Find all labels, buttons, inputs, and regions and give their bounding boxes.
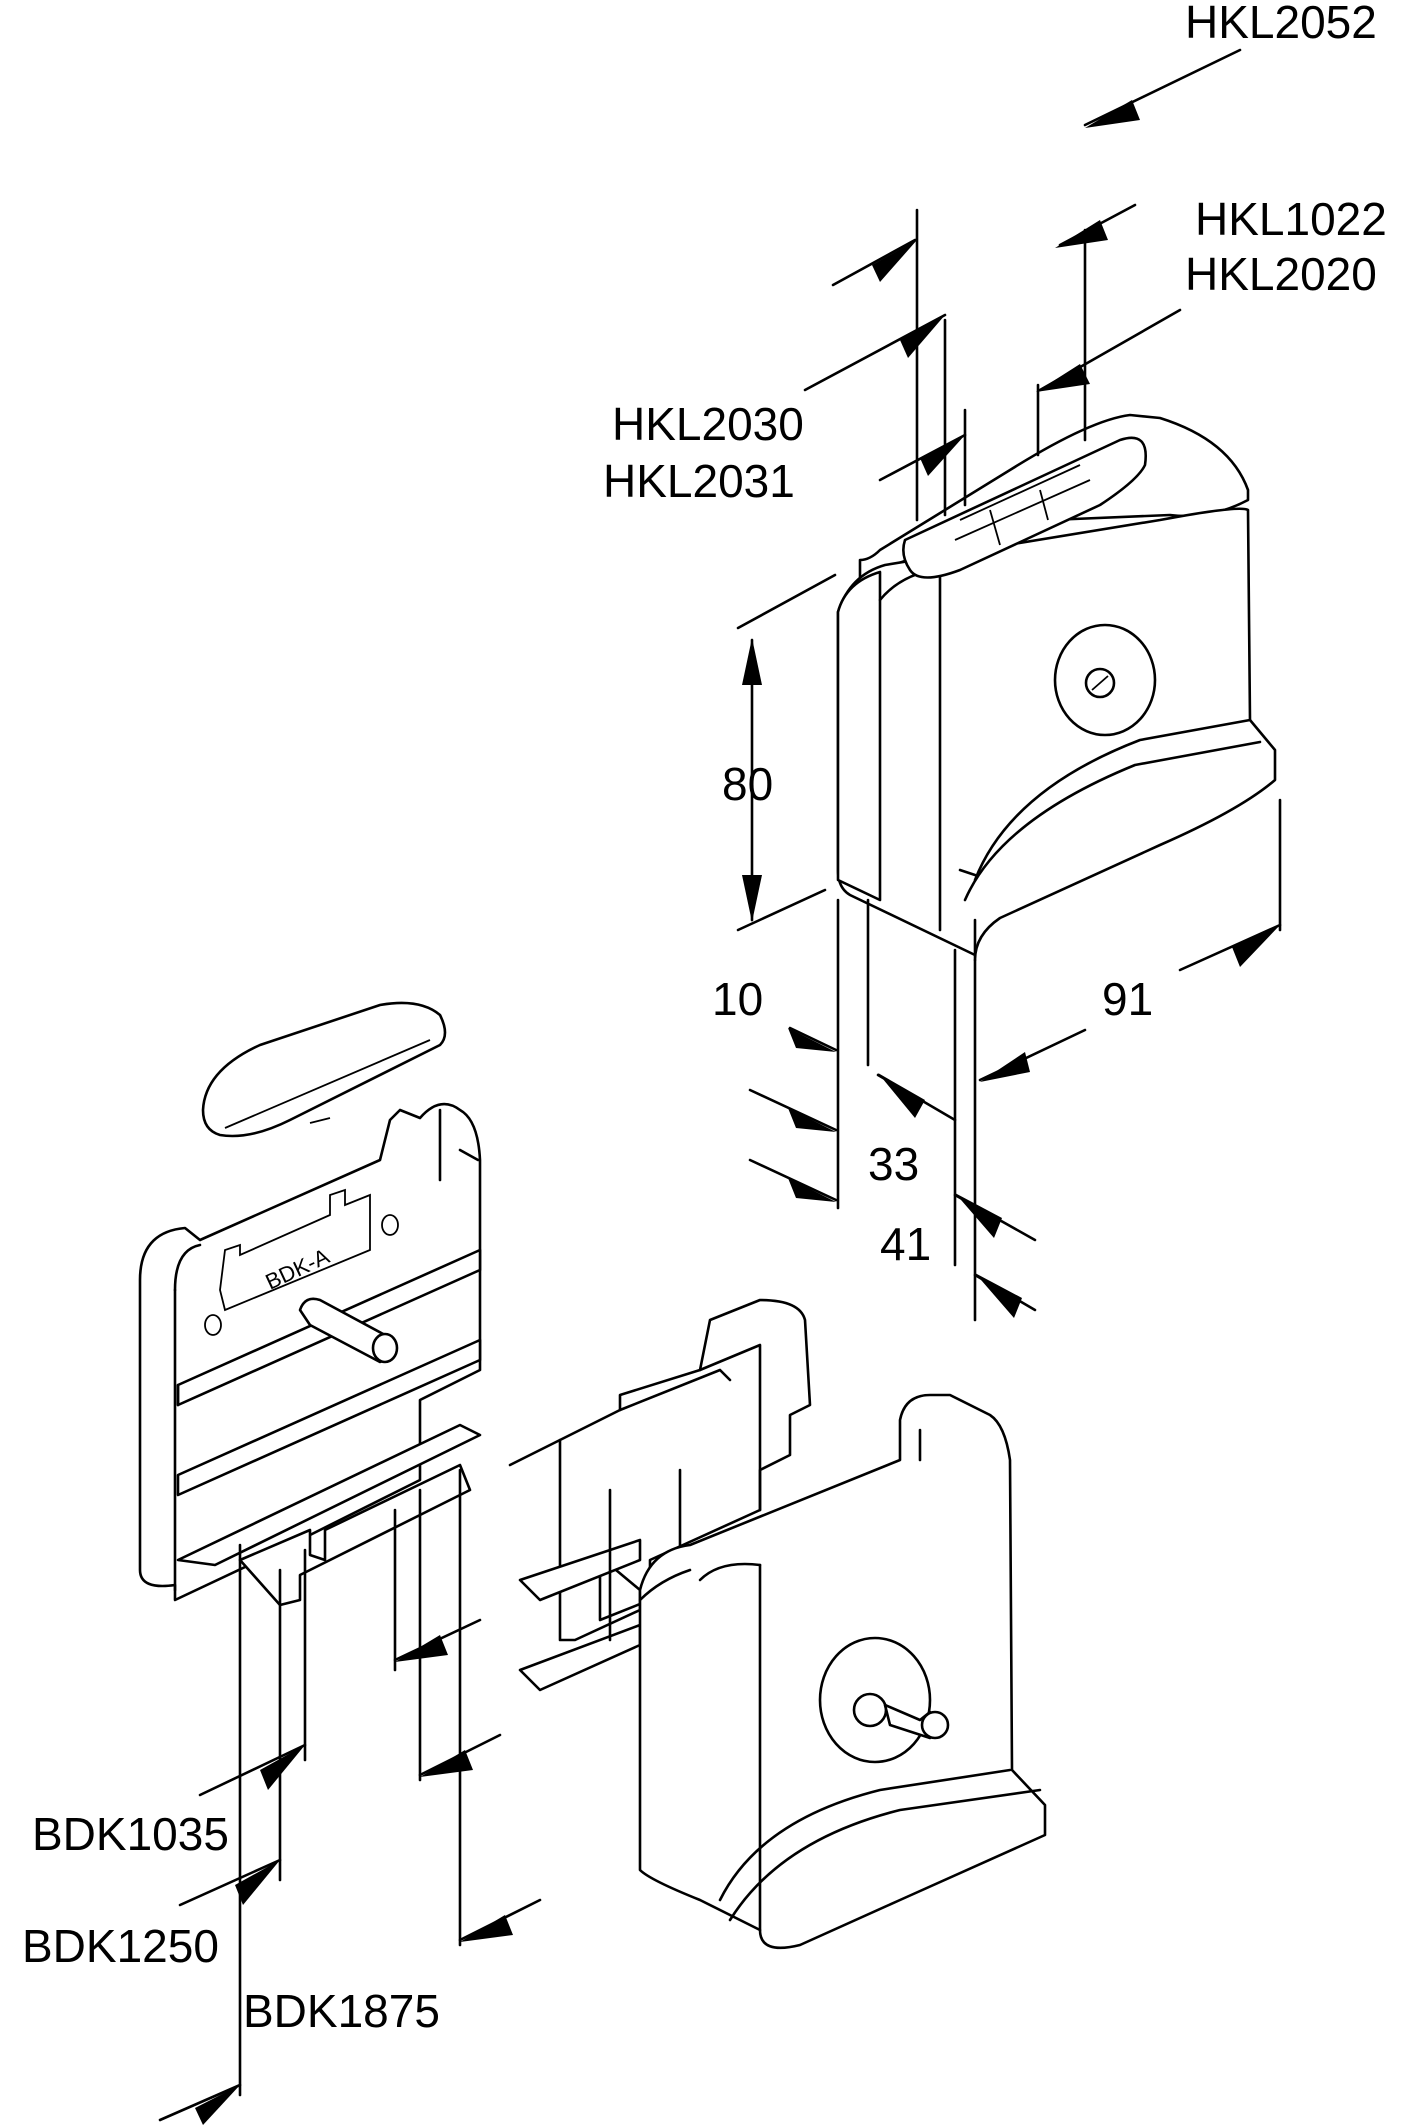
dimension-outer: 41 — [880, 1218, 931, 1270]
dimension-lines-lower — [158, 1468, 542, 2125]
dimension-width: 91 — [1102, 973, 1153, 1025]
dimension-inner: 33 — [868, 1138, 919, 1190]
label-hkl2030: HKL2030 — [612, 398, 804, 450]
label-hkl2020: HKL2020 — [1185, 248, 1377, 300]
dimension-lines-upper — [736, 48, 1282, 1322]
dimension-offset: 10 — [712, 973, 763, 1025]
label-hkl1022: HKL1022 — [1195, 193, 1387, 245]
label-bdk1035: BDK1035 — [32, 1808, 229, 1860]
cover-strip — [201, 1001, 447, 1138]
dimension-height: 80 — [722, 758, 773, 810]
label-bdk1875: BDK1875 — [243, 1985, 440, 2037]
back-plate: BDK-A — [138, 1102, 482, 1607]
label-hkl2052: HKL2052 — [1185, 0, 1377, 48]
middle-insert — [508, 1298, 812, 1692]
end-cap-assembled — [836, 413, 1277, 962]
end-cap-exploded — [638, 1393, 1047, 1950]
label-hkl2031: HKL2031 — [603, 455, 795, 507]
label-bdk1250: BDK1250 — [22, 1920, 219, 1972]
